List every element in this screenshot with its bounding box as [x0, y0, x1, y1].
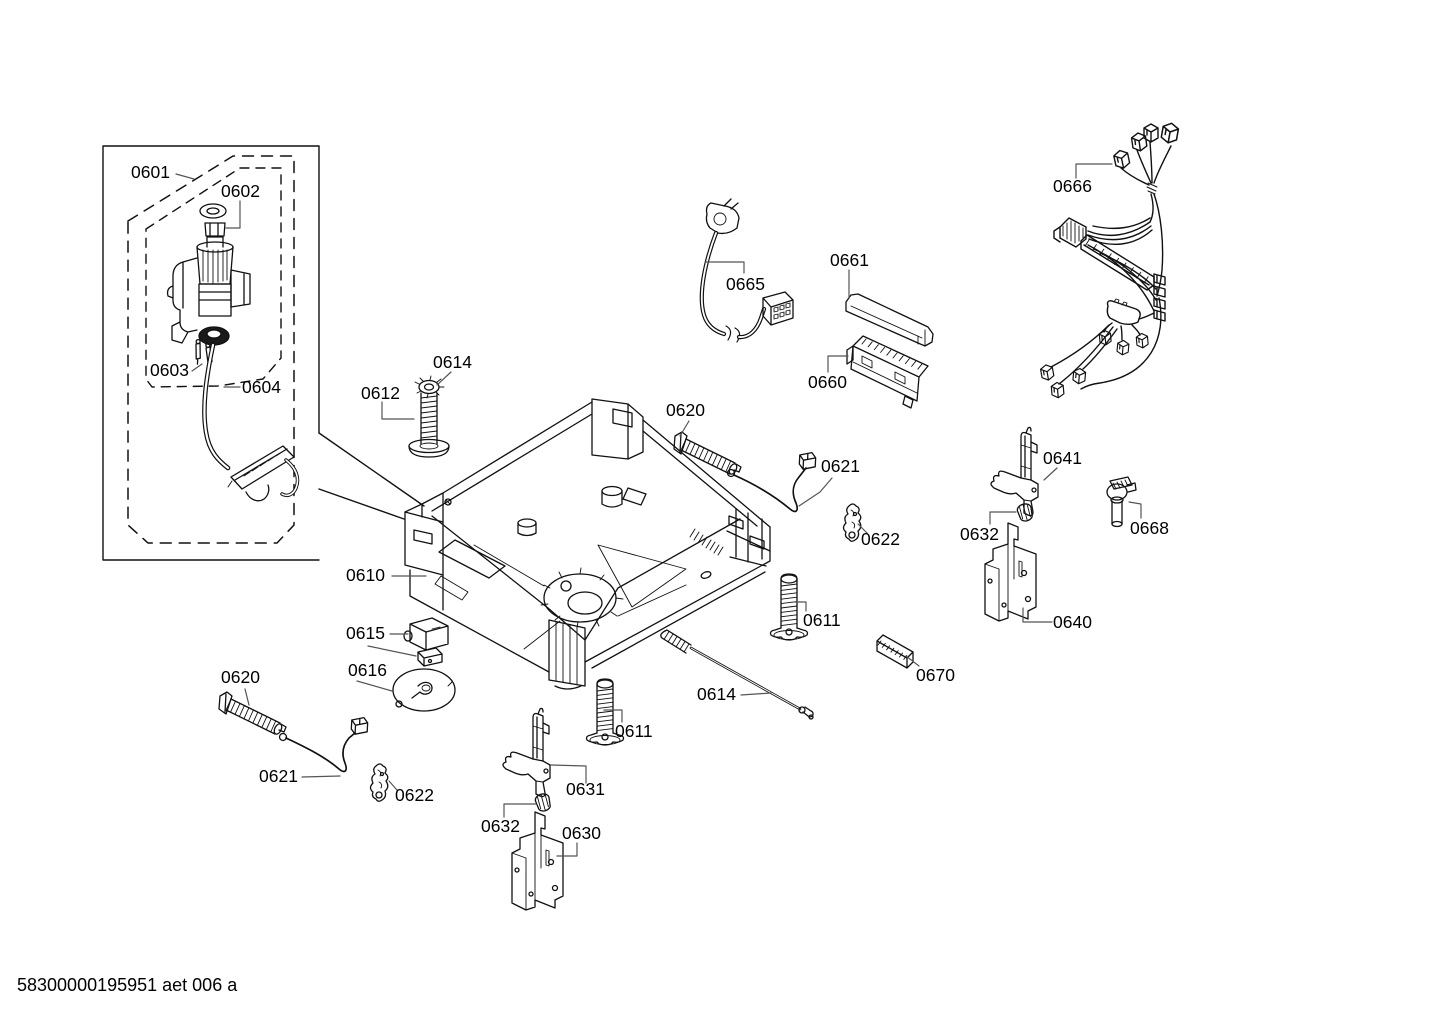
part-label-0614-top: 0614: [433, 352, 472, 372]
part-label-0603: 0603: [150, 360, 189, 380]
spindle-0620-right-drawing: [673, 431, 742, 476]
part-label-0614-bottom: 0614: [697, 684, 736, 704]
part-label-0612: 0612: [361, 383, 400, 403]
part-label-0620-left: 0620: [221, 667, 260, 687]
part-label-0666: 0666: [1053, 176, 1092, 196]
bracket-0631-drawing: [502, 707, 551, 798]
part-label-0615: 0615: [346, 623, 385, 643]
wire-0621-left-drawing: [278, 716, 369, 773]
clip-0622-left-drawing: [369, 763, 389, 802]
part-label-0665: 0665: [726, 274, 765, 294]
part-label-0661: 0661: [830, 250, 869, 270]
clip-0622-right-drawing: [842, 503, 862, 542]
part-label-0621-left: 0621: [259, 766, 298, 786]
cable-harness-0666-drawing: [1039, 121, 1180, 399]
part-label-0622-right: 0622: [861, 529, 900, 549]
clip-0632-bottom-drawing: [533, 791, 553, 814]
cover-0661-drawing: [845, 293, 934, 347]
callout-box: [102, 145, 425, 561]
part-0615-drawing: [403, 617, 449, 667]
screw-0612-drawing: [408, 375, 450, 458]
wire-0621-right-drawing: [726, 451, 817, 513]
module-0660-drawing: [846, 335, 929, 409]
base-frame-0610-drawing: [404, 398, 771, 690]
power-cord-0665-drawing: [699, 198, 794, 343]
foot-0611-right-drawing: [769, 573, 809, 641]
part-label-0632-right: 0632: [960, 524, 999, 544]
part-label-0601: 0601: [131, 162, 170, 182]
part-label-0621-right: 0621: [821, 456, 860, 476]
part-label-0630: 0630: [562, 823, 601, 843]
spindle-0620-left-drawing: [218, 691, 287, 736]
document-number: 58300000195951 aet 006 a: [17, 975, 238, 995]
part-label-0622-left: 0622: [395, 785, 434, 805]
part-label-0640: 0640: [1053, 612, 1092, 632]
part-label-0668: 0668: [1130, 518, 1169, 538]
part-label-0602: 0602: [221, 181, 260, 201]
part-label-0660: 0660: [808, 372, 847, 392]
leader-lines: [175, 163, 1142, 857]
rail-0670-drawing: [876, 634, 914, 669]
part-label-0641: 0641: [1043, 448, 1082, 468]
aquastop-valve-assembly: [166, 203, 300, 502]
part-label-0631: 0631: [566, 779, 605, 799]
part-0668-drawing: [1106, 476, 1137, 528]
bracket-0641-drawing: [990, 426, 1039, 517]
part-label-0670: 0670: [916, 665, 955, 685]
rod-0614-drawing: [660, 629, 814, 720]
part-label-0610: 0610: [346, 565, 385, 585]
part-0616-drawing: [392, 668, 456, 712]
part-label-0620-right: 0620: [666, 400, 705, 420]
part-label-0604: 0604: [242, 377, 281, 397]
part-label-0611-bottom: 0611: [615, 721, 653, 741]
part-label-0616: 0616: [348, 660, 387, 680]
part-label-0611-right: 0611: [803, 610, 841, 630]
part-label-0632-bottom: 0632: [481, 816, 520, 836]
